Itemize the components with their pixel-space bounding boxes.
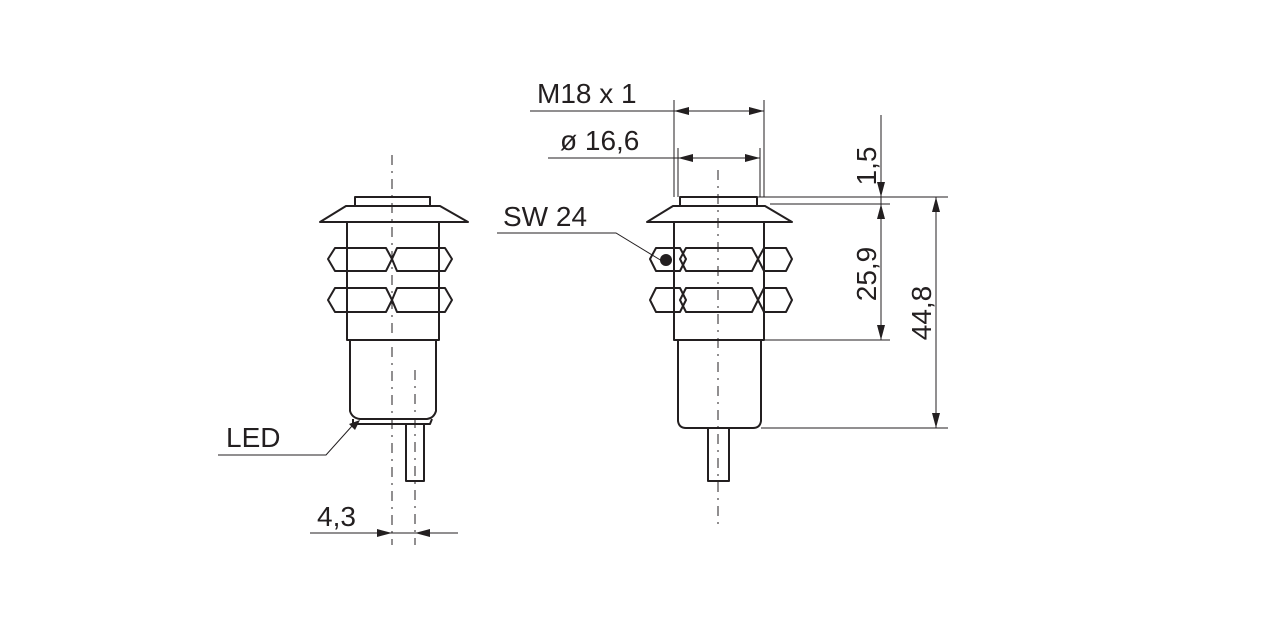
thread-label: M18 x 1 bbox=[537, 78, 637, 109]
thread-arrow-right bbox=[749, 107, 764, 115]
right-cable bbox=[707, 427, 730, 482]
led-leader-line bbox=[218, 425, 353, 456]
diameter-label: ø 16,6 bbox=[560, 125, 639, 156]
led-label: LED bbox=[226, 422, 280, 453]
wrench-leader-line bbox=[497, 232, 663, 262]
left-nut-lower bbox=[327, 287, 453, 313]
left-view: LED 4,3 bbox=[218, 155, 469, 545]
diameter-arrow-right bbox=[745, 154, 760, 162]
top-arrow-up bbox=[877, 204, 885, 219]
left-thread-body bbox=[346, 221, 440, 341]
right-nut-upper bbox=[649, 247, 793, 272]
diameter-arrow-left bbox=[678, 154, 693, 162]
total-arrow-up bbox=[932, 197, 940, 212]
wrench-label: SW 24 bbox=[503, 201, 587, 232]
left-cap-flange bbox=[319, 205, 469, 223]
right-housing bbox=[677, 339, 762, 429]
thread-arrow-left bbox=[674, 107, 689, 115]
offset-arrow-right bbox=[415, 529, 430, 537]
left-housing bbox=[349, 339, 437, 420]
offset-arrow-left bbox=[377, 529, 392, 537]
led-leader-arrow bbox=[349, 420, 360, 430]
total-arrow-down bbox=[932, 413, 940, 428]
top-dim-label: 1,5 bbox=[851, 147, 882, 186]
right-nut-lower bbox=[649, 287, 793, 313]
right-cap-flange bbox=[646, 205, 793, 223]
wrench-leader-dot bbox=[660, 254, 672, 266]
mid-dim-label: 25,9 bbox=[851, 247, 882, 302]
mid-arrow-down bbox=[877, 325, 885, 340]
top-arrow-down bbox=[877, 182, 885, 197]
total-dim-label: 44,8 bbox=[906, 286, 937, 341]
left-nut-upper bbox=[327, 247, 453, 272]
left-led-window bbox=[352, 418, 433, 425]
right-view: SW 24 M18 x 1 ø 16,6 1,5 25,9 44, bbox=[497, 78, 948, 530]
right-thread-body bbox=[673, 221, 765, 341]
offset-label: 4,3 bbox=[317, 501, 356, 532]
